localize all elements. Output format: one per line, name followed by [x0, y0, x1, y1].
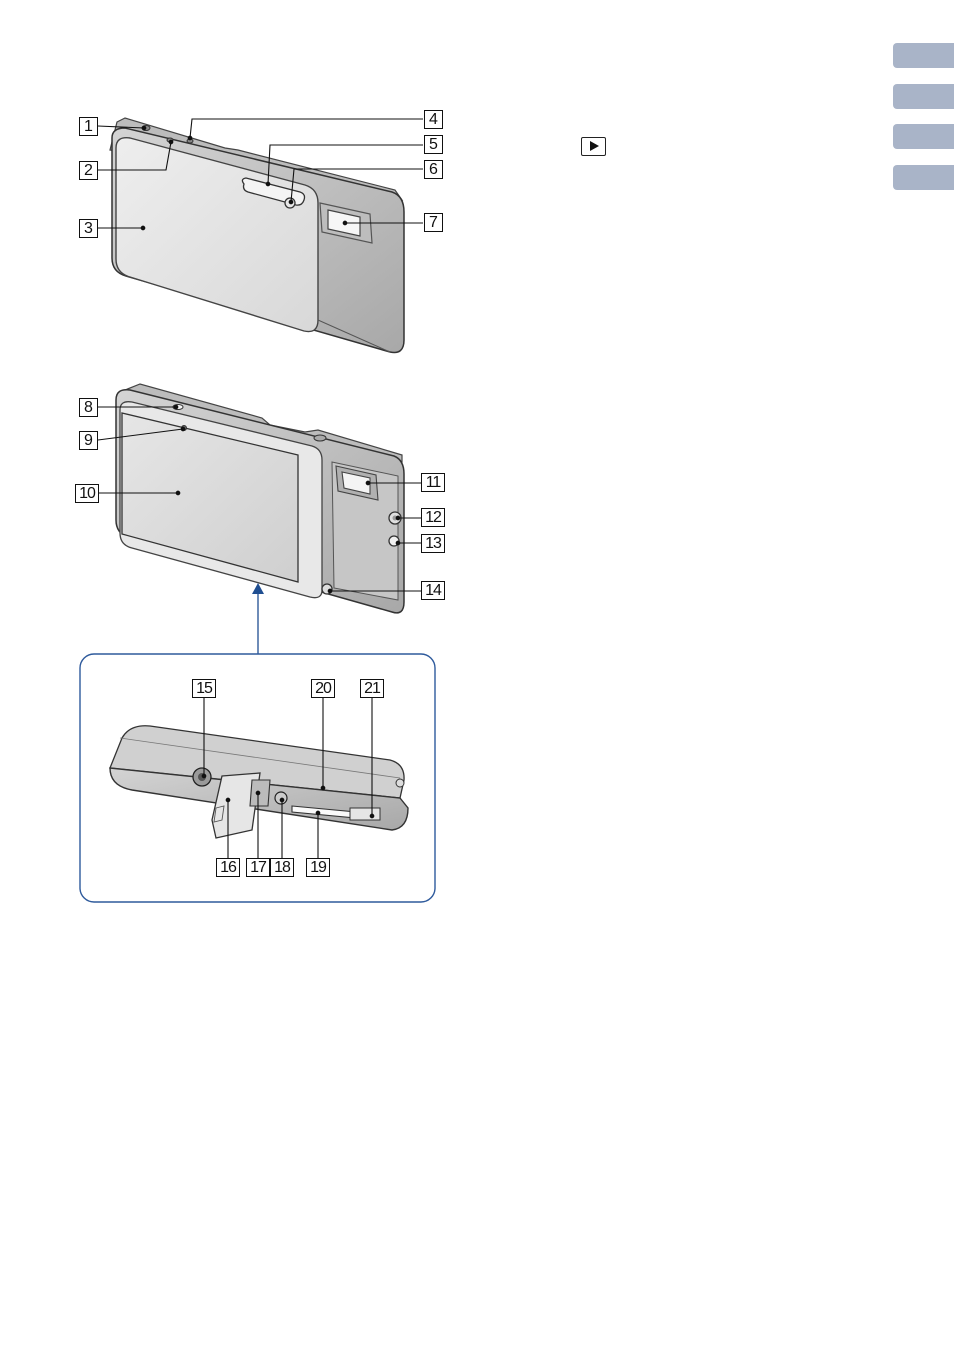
callout-10: 10 [75, 484, 99, 503]
callout-8: 8 [79, 398, 98, 417]
camera-rear-view [116, 384, 404, 613]
callout-9: 9 [79, 431, 98, 450]
callout-20: 20 [311, 679, 335, 698]
callout-21: 21 [360, 679, 384, 698]
callout-3: 3 [79, 219, 98, 238]
callout-15: 15 [192, 679, 216, 698]
callout-7: 7 [424, 213, 443, 232]
camera-front-view [110, 118, 404, 353]
callout-16: 16 [216, 858, 240, 877]
callout-5: 5 [424, 135, 443, 154]
callout-19: 19 [306, 858, 330, 877]
callout-4: 4 [424, 110, 443, 129]
callout-13: 13 [421, 534, 445, 553]
callout-2: 2 [79, 161, 98, 180]
callout-6: 6 [424, 160, 443, 179]
callout-17: 17 [246, 858, 270, 877]
callout-1: 1 [79, 117, 98, 136]
callout-14: 14 [421, 581, 445, 600]
callout-12: 12 [421, 508, 445, 527]
callout-18: 18 [270, 858, 294, 877]
callout-11: 11 [421, 473, 445, 492]
